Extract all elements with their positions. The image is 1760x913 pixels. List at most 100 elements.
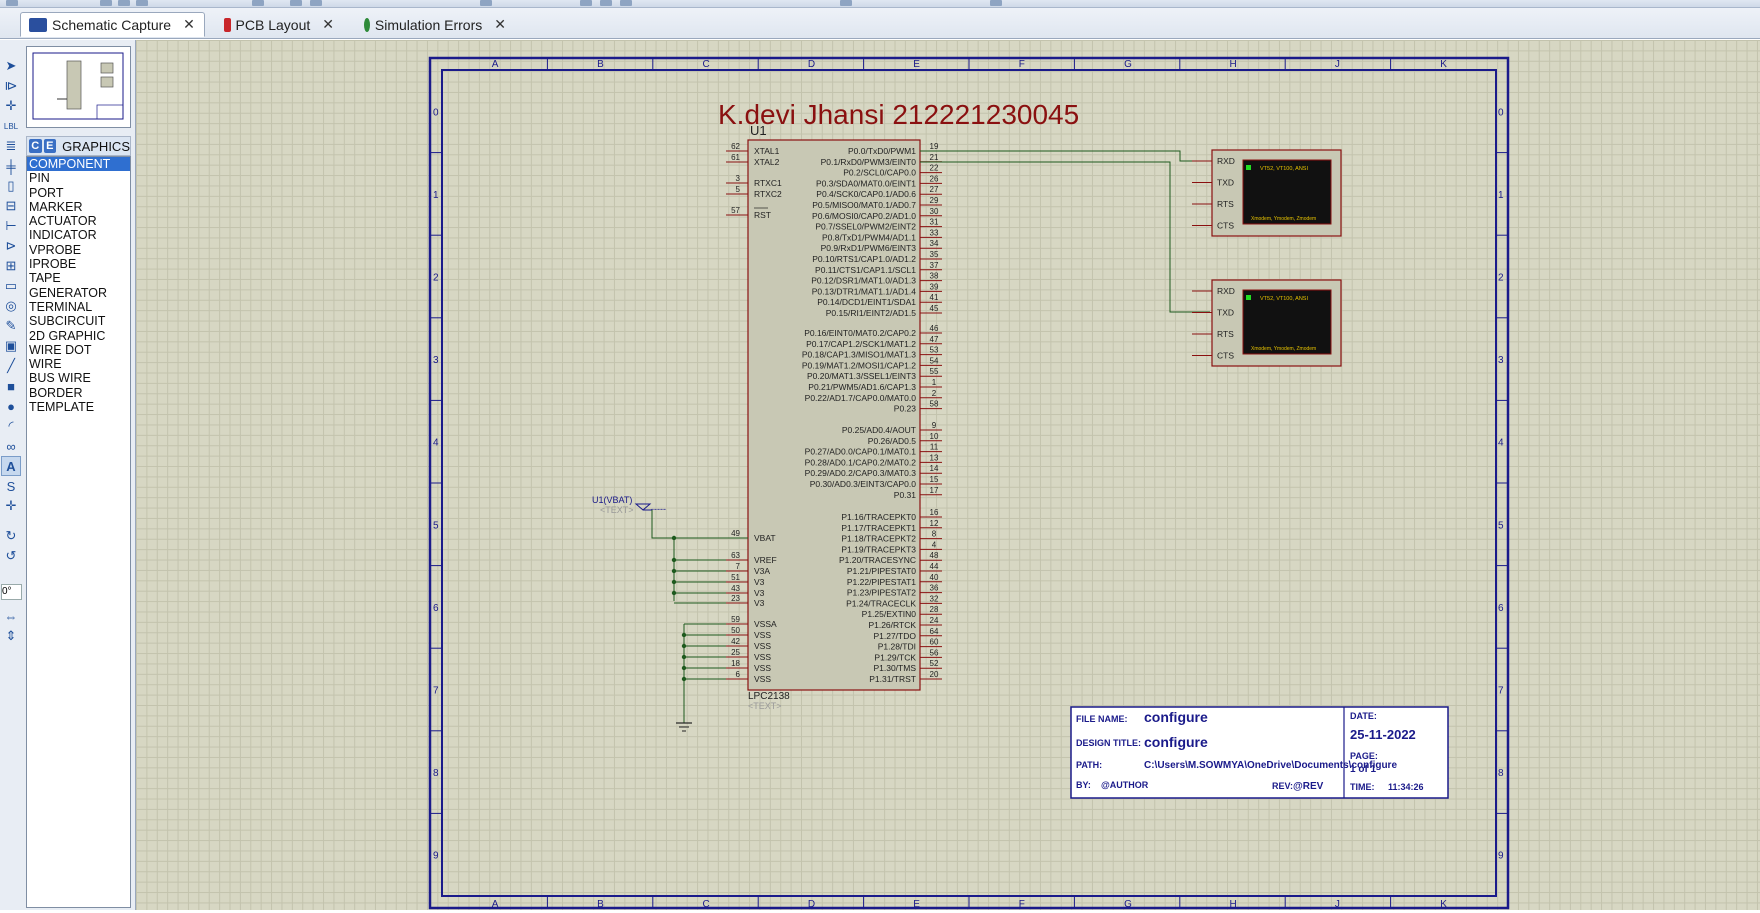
list-item[interactable]: GENERATOR [29,285,108,300]
voltage-probe-icon[interactable] [634,503,652,511]
toolbar-button[interactable] [990,0,1002,6]
component-mode-icon[interactable]: ⧐ [4,78,18,93]
toolbar-button[interactable] [6,0,18,6]
buses-icon[interactable]: ╪ [6,158,16,174]
rotation-angle-field[interactable]: 0° [1,584,22,600]
list-item[interactable]: INDICATOR [29,228,97,243]
tab-simulation-errors[interactable]: Simulation Errors ✕ [355,12,515,37]
list-item[interactable]: TERMINAL [29,299,93,314]
pin-name: P1.25/EXTIN0 [862,609,917,619]
mirror-horizontal-icon[interactable]: ⇔ [4,608,18,624]
pin-number: 27 [930,185,939,194]
pick-devices-button[interactable]: C [29,139,42,153]
column-label: G [1124,59,1132,70]
symbol-icon[interactable]: S [6,478,16,494]
title-block-frame [1070,706,1449,799]
tab-label: PCB Layout [235,16,311,33]
pin-number: 45 [930,304,939,313]
pin-name: XTAL1 [754,146,780,156]
list-item[interactable]: BORDER [29,385,83,400]
list-item[interactable]: VPROBE [29,242,82,257]
list-item[interactable]: COMPONENT [27,157,130,172]
toolbar-button[interactable] [290,0,302,6]
arc-icon[interactable]: ◜ [8,418,14,433]
circle-icon[interactable]: ● [7,398,15,414]
toolbar-button[interactable] [620,0,632,6]
list-item[interactable]: MARKER [29,199,83,214]
close-icon[interactable]: ✕ [183,16,195,32]
list-item[interactable]: PORT [29,185,64,200]
path-label: PATH: [1076,760,1102,770]
column-label: F [1019,899,1025,910]
device-pins-icon[interactable]: ⊢ [5,218,17,233]
list-item[interactable]: WIRE DOT [29,342,92,357]
subcircuit-icon[interactable]: ▯ [7,178,15,193]
list-item[interactable]: WIRE [29,357,62,372]
library-manager-button[interactable]: E [43,139,57,153]
pin-name: RST [754,210,771,220]
tape-recorder-icon[interactable]: ⊞ [5,258,17,273]
text-icon[interactable]: A [1,456,21,476]
selection-mode-icon[interactable]: ➤ [5,58,17,73]
close-icon[interactable]: ✕ [322,16,334,32]
box-icon[interactable]: ■ [7,378,15,394]
pin-name: P0.26/AD0.5 [868,436,916,446]
pin-number: 60 [930,638,939,647]
junction-dot-icon[interactable]: ✛ [5,98,17,113]
pin-number: 38 [930,272,939,281]
generator-icon[interactable]: ▭ [4,278,18,293]
lpc2138-body[interactable] [747,139,921,691]
list-item[interactable]: SUBCIRCUIT [29,314,106,329]
overview-window[interactable] [26,46,131,128]
toolbar-button[interactable] [840,0,852,6]
toolbar-button[interactable] [480,0,492,6]
toolbar-button[interactable] [580,0,592,6]
column-label: C [703,59,710,70]
toolbar-button[interactable] [100,0,112,6]
list-item[interactable]: 2D GRAPHIC [29,328,106,343]
toolbar-button[interactable] [252,0,264,6]
toolbar-button[interactable] [600,0,612,6]
toolbar-button[interactable] [310,0,322,6]
tab-schematic-capture[interactable]: Schematic Capture ✕ [20,12,205,37]
current-probe-icon[interactable]: ✎ [5,318,17,333]
pin-name: P0.17/CAP1.2/SCK1/MAT1.2 [806,339,916,349]
rotate-anticlockwise-icon[interactable]: ↺ [5,548,17,563]
list-item[interactable]: TEMPLATE [29,400,95,415]
terminals-icon[interactable]: ⊟ [5,198,17,213]
title-block: FILE NAME: configure DESIGN TITLE: confi… [1070,706,1449,799]
list-item[interactable]: PIN [29,171,50,186]
text-script-icon[interactable]: ≣ [5,138,17,153]
path-icon[interactable]: ∞ [6,438,16,454]
toolbar-button[interactable] [118,0,130,6]
schematic-icon [29,17,47,32]
wire-rxd0[interactable] [920,161,1210,313]
graph-icon[interactable]: ⊳ [5,238,17,253]
pin-name: P0.21/PWM5/AD1.6/CAP1.3 [808,382,916,392]
line-icon[interactable]: ╱ [7,358,15,373]
list-item[interactable]: IPROBE [29,257,77,272]
column-label: F [1019,59,1025,70]
close-icon[interactable]: ✕ [494,16,506,32]
wire-txd0[interactable] [920,150,1210,162]
wire-label-icon[interactable]: LBL [3,121,19,131]
row-label: 3 [1498,355,1504,366]
wire-vbat[interactable] [651,510,748,539]
voltage-probe-icon[interactable]: ◎ [5,298,17,313]
mirror-vertical-icon[interactable]: ⇕ [5,628,17,643]
marker-icon[interactable]: ✛ [5,498,17,513]
list-item[interactable]: TAPE [29,271,61,286]
pin-name: P0.0/TxD0/PWM1 [848,146,916,156]
list-item[interactable]: BUS WIRE [29,371,91,386]
tab-pcb-layout[interactable]: PCB Layout ✕ [215,12,343,37]
toolbar-button[interactable] [136,0,148,6]
list-item[interactable]: ACTUATOR [29,214,97,229]
pin-number: 53 [930,346,939,355]
pin-name: P0.30/AD0.3/EINT3/CAP0.0 [810,479,917,489]
virtual-instruments-icon[interactable]: ▣ [4,338,18,353]
rotate-clockwise-icon[interactable]: ↻ [5,528,17,543]
